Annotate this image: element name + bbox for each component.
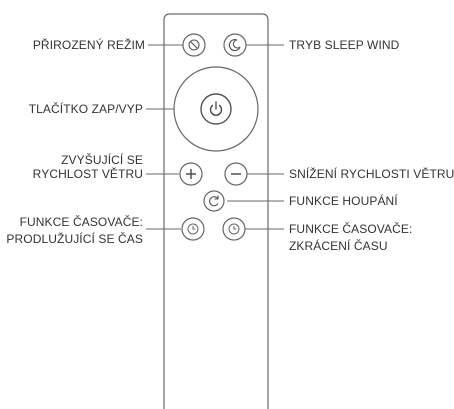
speed-down-button[interactable] bbox=[224, 162, 248, 186]
speed-up-button[interactable] bbox=[179, 162, 203, 186]
plus-icon bbox=[186, 169, 196, 179]
power-icon bbox=[209, 101, 223, 116]
oscillation-button[interactable] bbox=[203, 190, 225, 212]
timer-extend-button[interactable] bbox=[181, 217, 205, 241]
leader-lines bbox=[146, 44, 284, 230]
label-speed-down: SNÍŽENÍ RYCHLOSTI VĚTRU bbox=[289, 167, 454, 181]
sleep-wind-button[interactable] bbox=[223, 33, 247, 57]
power-button[interactable] bbox=[173, 66, 259, 152]
label-timer-extend-line2: PRODLUŽUJÍCÍ SE ČAS bbox=[6, 232, 143, 246]
label-oscillation: FUNKCE HOUPÁNÍ bbox=[289, 194, 398, 208]
label-natural-mode: PŘIROZENÝ REŽIM bbox=[32, 38, 145, 52]
moon-sleep-icon bbox=[228, 39, 241, 52]
label-speed-up-line2: RYCHLOST VĚTRU bbox=[32, 167, 143, 181]
label-timer-shorten-line1: FUNKCE ČASOVAČE: bbox=[289, 222, 413, 236]
natural-mode-button[interactable] bbox=[182, 33, 206, 57]
label-timer-shorten-line2: ZKRÁCENÍ ČASU bbox=[289, 239, 388, 253]
remote-body-outline bbox=[163, 13, 269, 409]
label-speed-up-line1: ZVYŠUJÍCÍ SE bbox=[61, 153, 143, 167]
timer-minus-icon bbox=[228, 223, 240, 235]
natural-mode-icon bbox=[188, 39, 200, 51]
label-timer-extend-line1: FUNKCE ČASOVAČE: bbox=[19, 215, 143, 229]
timer-plus-icon bbox=[187, 223, 199, 235]
rotate-icon bbox=[209, 195, 219, 207]
timer-shorten-button[interactable] bbox=[222, 217, 246, 241]
label-sleep-wind: TRYB SLEEP WIND bbox=[289, 38, 400, 52]
label-power-button: TLAČÍTKO ZAP/VYP bbox=[28, 102, 143, 116]
